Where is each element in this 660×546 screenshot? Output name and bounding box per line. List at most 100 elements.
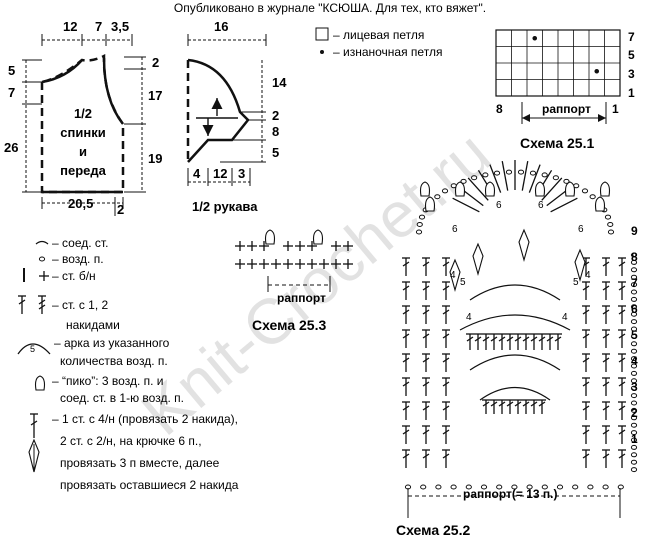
dc-fan [541, 177, 563, 201]
sym-cl-2: 2 ст. с 2/н, на крючке 6 п., [60, 434, 202, 448]
ch-oval-icon [630, 267, 638, 273]
scheme-25-1-text: 7 5 3 1 8 1 раппорт Схема 25.1 [496, 30, 635, 151]
picot-icon [454, 181, 466, 197]
sc-plus-icon [295, 259, 305, 269]
dc-bar [498, 336, 506, 342]
dim-right-c: 19 [148, 151, 162, 166]
dc-stitch-icon [402, 377, 410, 396]
ch-oval-icon [587, 484, 594, 490]
dc-stitch-icon [602, 425, 610, 444]
dim-right-b: 17 [148, 88, 162, 103]
dc-bar [618, 309, 626, 315]
cluster-icon [518, 228, 530, 263]
dc-bar [402, 309, 410, 315]
dc-bar [422, 405, 430, 411]
ch-oval-icon [630, 274, 638, 280]
dc-stitch-icon [402, 449, 410, 468]
ch-oval-icon [505, 169, 513, 175]
sc-plus-icon [307, 259, 317, 269]
legend-purl: – изнаночная петля [333, 45, 442, 59]
dc-bar [422, 381, 430, 387]
sc-plus-icon [283, 259, 293, 269]
dc-stitch-icon [18, 295, 26, 314]
s251-right-num: 1 [612, 102, 619, 116]
dc-bar [402, 357, 410, 363]
picot-icon [34, 375, 46, 391]
dc-stitch-icon [422, 329, 430, 348]
dc-stitch-icon [618, 401, 626, 420]
dc-stitch-icon [618, 353, 626, 372]
ch-oval-icon [435, 484, 442, 490]
ch-oval-icon [541, 172, 548, 178]
dc-stitch-icon [402, 257, 410, 276]
dc-bar [442, 381, 450, 387]
dc-stitch-icon [618, 329, 626, 348]
dc-bar [582, 309, 590, 315]
dc-bar [522, 336, 530, 342]
dc-bar [538, 401, 546, 407]
ch-oval-icon [496, 484, 503, 490]
dc-bar [602, 285, 610, 291]
picot-icon [424, 196, 436, 212]
dc-bar [602, 357, 610, 363]
dc-stitch-icon [582, 449, 590, 468]
s252-rapport: раппорт(= 13 п.) [463, 487, 557, 501]
arc-stitch [469, 284, 561, 301]
piece-label-1: 1/2 [74, 106, 92, 121]
dc-stitch-icon [618, 425, 626, 444]
dc-bar [602, 381, 610, 387]
sym-dc-1: – ст. с 1, 2 [52, 298, 109, 312]
dc-bar [422, 285, 430, 291]
sleeve-dim-top: 16 [214, 19, 228, 34]
s253-title: Схема 25.3 [252, 317, 326, 333]
row-num-label: 2 [631, 406, 638, 420]
picot-icon [534, 181, 546, 197]
ch-oval-icon [630, 289, 638, 295]
dc-fan [550, 197, 578, 213]
sc-plus-icon [235, 259, 245, 269]
dc-stitch-icon [506, 333, 514, 350]
ch-oval-icon [630, 296, 638, 302]
dc-stitch-icon [582, 377, 590, 396]
ch-oval-icon [480, 484, 488, 490]
dc-stitch-icon [618, 281, 626, 300]
dc-bar [618, 405, 626, 411]
ch-oval-icon [630, 319, 638, 325]
sym-picot-2: соед. ст. в 1-ю возд. п. [60, 391, 184, 405]
dc-stitch-icon [490, 399, 498, 414]
dc-stitch-icon [514, 333, 522, 350]
dc-bar [582, 285, 590, 291]
row-num-label: 3 [631, 380, 638, 394]
dc-stitch-icon [602, 377, 610, 396]
dc-stitch-icon [582, 425, 590, 444]
dc-stitch-icon [466, 333, 474, 350]
dc-stitch-icon [442, 449, 450, 468]
row-num-label: 8 [631, 250, 638, 264]
dc-stitch-icon [422, 449, 430, 468]
dc-stitch-icon [582, 329, 590, 348]
ch-oval-icon [630, 326, 638, 332]
dc-stitch-icon [442, 377, 450, 396]
dc-bar [530, 336, 538, 342]
dc-stitch-icon [522, 333, 530, 350]
dc-stitch-icon [402, 353, 410, 372]
ch-oval-icon [441, 188, 449, 194]
ch-oval-icon [572, 484, 579, 490]
sc-plus-icon [247, 241, 257, 251]
sleeve-dim-bottom-c: 3 [238, 166, 245, 181]
ch-oval-icon [630, 333, 638, 339]
dc-fan [452, 197, 480, 213]
dc-stitch-icon [582, 353, 590, 372]
ch-oval-icon [581, 188, 589, 194]
dc-bar [582, 429, 590, 435]
dc-bar [474, 336, 482, 342]
dc-bar [602, 333, 610, 339]
dc-bar [506, 401, 514, 407]
header-published: Опубликовано в журнале "КСЮША. Для тех, … [174, 1, 486, 15]
dc-stitch-icon [474, 333, 482, 350]
dc-stitch-icon [402, 425, 410, 444]
ss-arc-icon [35, 240, 49, 245]
ch-oval-icon [541, 484, 548, 490]
arc-num-label: 4 [466, 312, 472, 323]
